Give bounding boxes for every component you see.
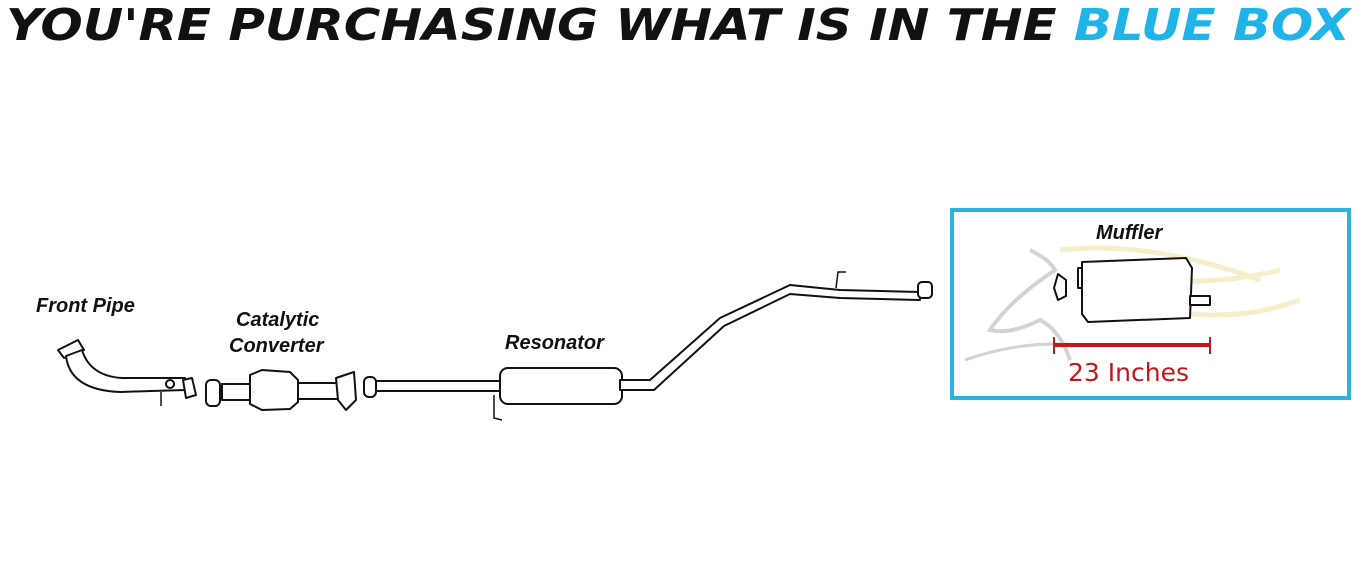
measurement-bar bbox=[1053, 337, 1211, 354]
muffler-label: Muffler bbox=[1096, 222, 1164, 244]
resonator-label: Resonator bbox=[505, 332, 605, 354]
title-prefix: YOU'RE PURCHASING WHAT IS IN THE bbox=[6, 0, 1074, 51]
catalytic-label-line2: Converter bbox=[229, 335, 325, 357]
measurement-label: 23 Inches bbox=[1068, 358, 1189, 387]
catalytic-converter-drawing bbox=[205, 369, 357, 411]
title-highlight: BLUE BOX bbox=[1074, 0, 1352, 51]
page-title: YOU'RE PURCHASING WHAT IS IN THE BLUE BO… bbox=[6, 0, 1352, 51]
muffler-drawing bbox=[1053, 257, 1211, 323]
resonator-drawing bbox=[363, 271, 933, 421]
catalytic-label-line1: Catalytic bbox=[236, 309, 319, 331]
front-pipe-drawing bbox=[57, 339, 197, 406]
front-pipe-label: Front Pipe bbox=[36, 295, 135, 317]
